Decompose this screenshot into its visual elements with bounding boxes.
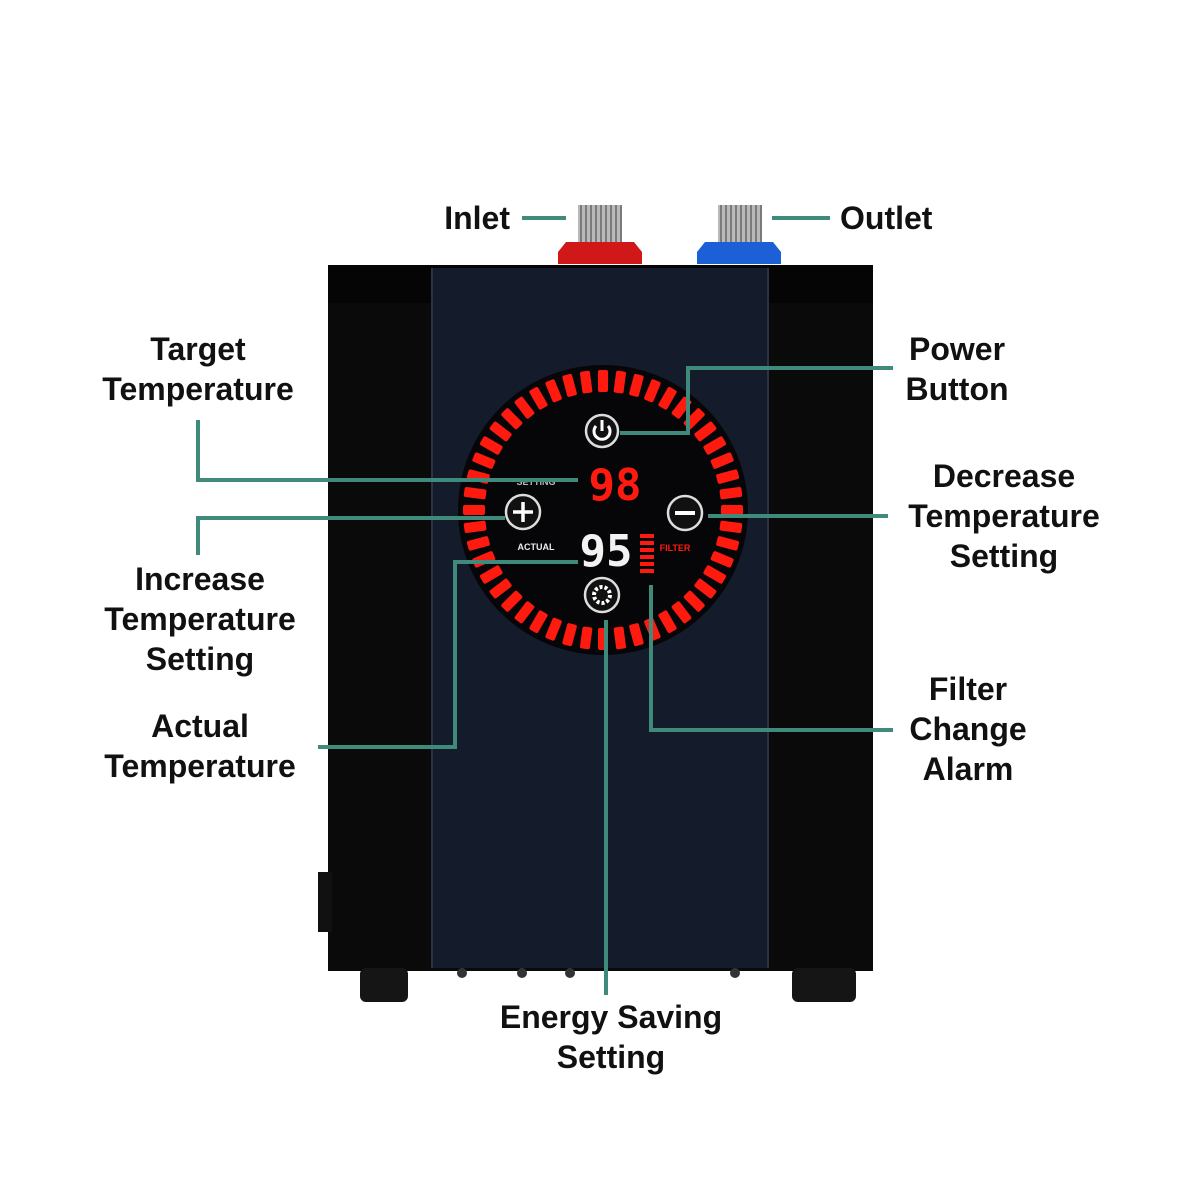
ring-segment bbox=[710, 551, 734, 568]
leader-lines bbox=[196, 216, 893, 995]
label-line: Actual bbox=[151, 708, 249, 744]
ring-segment bbox=[463, 505, 485, 515]
increase-temperature-button[interactable] bbox=[504, 493, 542, 531]
ring-segment bbox=[613, 370, 626, 394]
ring-segment bbox=[514, 601, 535, 624]
ring-segment bbox=[562, 373, 577, 397]
label-line: Temperature bbox=[102, 371, 293, 407]
power-button-label: Power Button bbox=[905, 331, 1008, 407]
ring-segment bbox=[463, 520, 487, 533]
ring-segment bbox=[472, 452, 496, 469]
energy-saving-button[interactable] bbox=[583, 576, 621, 614]
target-temperature-display: 98 bbox=[589, 460, 642, 511]
ring-segment bbox=[479, 565, 503, 584]
gear-icon bbox=[592, 585, 612, 605]
ring-segment bbox=[479, 436, 503, 455]
outlet-pipe bbox=[697, 205, 781, 264]
ring-segment bbox=[710, 452, 734, 469]
ring-segment bbox=[716, 469, 740, 484]
decrease-temperature-button[interactable] bbox=[666, 494, 704, 532]
ring-segment bbox=[703, 565, 727, 584]
ring-segment bbox=[501, 590, 523, 612]
power-button[interactable] bbox=[584, 413, 620, 449]
inlet-label: Inlet bbox=[444, 200, 510, 236]
label-line: Energy Saving bbox=[500, 999, 722, 1035]
label-line: Power bbox=[909, 331, 1005, 367]
ring-segment bbox=[694, 578, 717, 599]
ring-segment bbox=[683, 590, 705, 612]
filter-bar bbox=[640, 569, 654, 573]
filter-level-bars bbox=[640, 534, 654, 573]
ring-segment bbox=[562, 623, 577, 647]
decrease-temperature-label: Decrease Temperature Setting bbox=[908, 458, 1099, 574]
outlet-label: Outlet bbox=[840, 200, 933, 236]
ring-segment bbox=[629, 623, 644, 647]
label-line: Setting bbox=[146, 641, 254, 677]
ring-segment bbox=[613, 626, 626, 650]
label-line: Target bbox=[150, 331, 246, 367]
filter-bar bbox=[640, 541, 654, 545]
ring-segment bbox=[703, 436, 727, 455]
ring-segment bbox=[719, 520, 743, 533]
inlet-pipe bbox=[558, 205, 642, 264]
ring-segment bbox=[629, 373, 644, 397]
filter-bar bbox=[640, 548, 654, 552]
actual-temperature-display: 95 bbox=[580, 526, 633, 577]
filter-label: FILTER bbox=[660, 543, 691, 553]
ring-segment bbox=[694, 421, 717, 442]
plus-icon bbox=[513, 502, 533, 522]
ring-segment bbox=[721, 505, 743, 515]
actual-label: ACTUAL bbox=[518, 542, 555, 552]
label-line: Temperature bbox=[104, 601, 295, 637]
ring-segment bbox=[463, 487, 487, 500]
ring-segment bbox=[545, 617, 562, 641]
label-line: Setting bbox=[950, 538, 1058, 574]
ring-segment bbox=[671, 601, 692, 624]
filter-bar bbox=[640, 534, 654, 538]
actual-temperature-label: Actual Temperature bbox=[104, 708, 295, 784]
power-icon bbox=[592, 425, 612, 441]
energy-saving-label: Energy Saving Setting bbox=[500, 999, 722, 1075]
ring-segment bbox=[489, 421, 512, 442]
ring-segment bbox=[658, 610, 677, 634]
ring-segment bbox=[580, 626, 593, 650]
ring-segment bbox=[489, 578, 512, 599]
ring-segment bbox=[719, 487, 743, 500]
label-line: Increase bbox=[135, 561, 265, 597]
label-line: Decrease bbox=[933, 458, 1075, 494]
filter-change-alarm-label: Filter Change Alarm bbox=[909, 671, 1026, 787]
ring-segment bbox=[598, 370, 608, 392]
label-line: Filter bbox=[929, 671, 1007, 707]
filter-bar bbox=[640, 555, 654, 559]
target-temperature-label: Target Temperature bbox=[102, 331, 293, 407]
label-line: Change bbox=[909, 711, 1026, 747]
label-line: Setting bbox=[557, 1039, 665, 1075]
ring-segment bbox=[580, 370, 593, 394]
control-panel: 98 SETTING ACTUAL 95 FILTER bbox=[458, 365, 748, 655]
label-line: Button bbox=[905, 371, 1008, 407]
device-body bbox=[318, 265, 873, 1002]
label-line: Alarm bbox=[923, 751, 1014, 787]
ring-segment bbox=[514, 396, 535, 419]
heating-ring-indicator bbox=[463, 370, 743, 650]
ring-segment bbox=[644, 379, 661, 403]
label-line: Temperature bbox=[104, 748, 295, 784]
ring-segment bbox=[658, 386, 677, 410]
label-line: Temperature bbox=[908, 498, 1099, 534]
ring-segment bbox=[529, 386, 548, 410]
ring-segment bbox=[529, 610, 548, 634]
ring-segment bbox=[466, 536, 490, 551]
ring-segment bbox=[501, 408, 523, 430]
ring-segment bbox=[545, 379, 562, 403]
ring-segment bbox=[716, 536, 740, 551]
increase-temperature-label: Increase Temperature Setting bbox=[104, 561, 295, 677]
filter-bar bbox=[640, 562, 654, 566]
